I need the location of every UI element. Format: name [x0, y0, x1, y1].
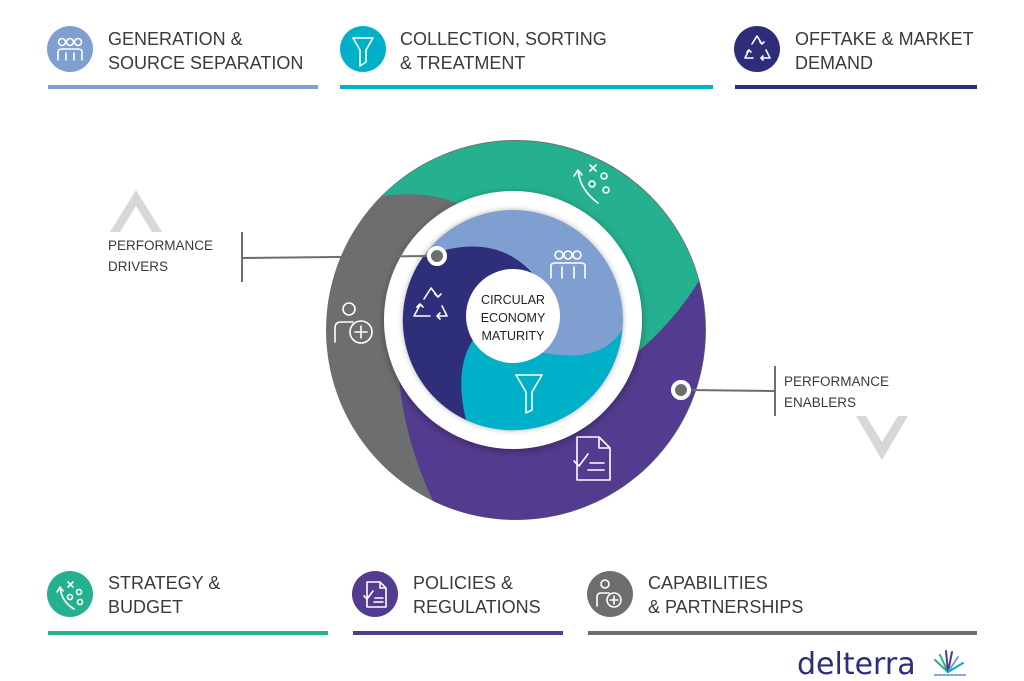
delterra-logo: delterra	[797, 647, 966, 681]
funnel-icon-badge	[340, 26, 386, 72]
recycle-icon	[413, 287, 448, 320]
chevron-up-icon	[110, 190, 162, 232]
category-label-line1: GENERATION &	[108, 29, 243, 49]
document-checklist-icon	[363, 581, 387, 608]
callout-node	[427, 246, 447, 266]
add-person-icon	[596, 579, 622, 608]
category-generation: GENERATION & SOURCE SEPARATION	[47, 26, 318, 89]
category-capabilities: CAPABILITIES & PARTNERSHIPS	[587, 571, 977, 635]
callout-label-line2: DRIVERS	[108, 259, 168, 274]
category-underline	[353, 631, 563, 635]
category-label-line2: SOURCE SEPARATION	[108, 53, 303, 73]
category-label-line1: POLICIES &	[413, 573, 513, 593]
category-underline	[340, 85, 713, 89]
document-icon-badge	[352, 571, 398, 617]
people-icon	[550, 250, 586, 279]
document-checklist-icon	[573, 436, 611, 481]
category-label-line2: & TREATMENT	[400, 53, 525, 73]
funnel-icon	[515, 374, 543, 414]
funnel-icon	[352, 37, 374, 67]
category-label-line1: COLLECTION, SORTING	[400, 29, 607, 49]
category-strategy: STRATEGY & BUDGET	[47, 571, 328, 635]
brand-fan-icon	[934, 650, 966, 676]
callout-label-line1: PERFORMANCE	[108, 238, 213, 253]
category-label-line2: BUDGET	[108, 597, 183, 617]
callout-performance-drivers: PERFORMANCE DRIVERS	[108, 232, 447, 282]
center-label-line2: ECONOMY	[481, 311, 546, 325]
category-label-line2: DEMAND	[795, 53, 873, 73]
strategy-play-icon	[56, 581, 84, 610]
people-icon	[57, 37, 83, 61]
category-label-line2: & PARTNERSHIPS	[648, 597, 803, 617]
category-underline	[588, 631, 977, 635]
callout-label-line1: PERFORMANCE	[784, 374, 889, 389]
callout-performance-enablers: PERFORMANCE ENABLERS	[671, 366, 889, 416]
category-label-line1: STRATEGY &	[108, 573, 220, 593]
category-offtake: OFFTAKE & MARKET DEMAND	[734, 26, 977, 89]
recycle-icon	[744, 35, 771, 61]
chevron-down-icon	[856, 416, 908, 460]
strategy-play-icon	[573, 164, 610, 204]
category-policies: POLICIES & REGULATIONS	[352, 571, 563, 635]
category-collection: COLLECTION, SORTING & TREATMENT	[340, 26, 713, 89]
center-label-line1: CIRCULAR	[481, 293, 545, 307]
category-label-line1: CAPABILITIES	[648, 573, 768, 593]
callout-node	[671, 380, 691, 400]
category-underline	[735, 85, 977, 89]
category-underline	[48, 85, 318, 89]
brand-name: delterra	[797, 647, 916, 681]
recycle-icon-badge	[734, 26, 780, 72]
callout-label-line2: ENABLERS	[784, 395, 856, 410]
center-circle	[466, 269, 560, 363]
category-label-line1: OFFTAKE & MARKET	[795, 29, 974, 49]
add-person-icon	[334, 302, 373, 344]
center-label-line3: MATURITY	[482, 329, 546, 343]
category-label-line2: REGULATIONS	[413, 597, 541, 617]
category-underline	[48, 631, 328, 635]
